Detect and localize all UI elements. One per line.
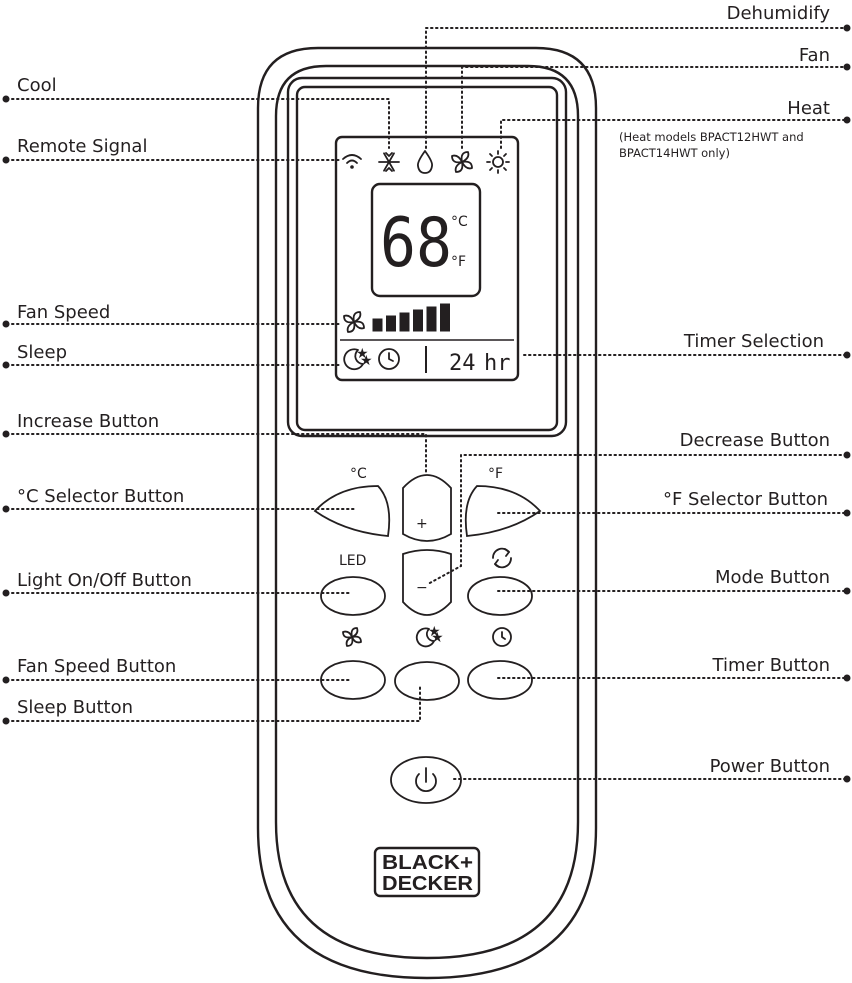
- svg-text:★: ★: [431, 630, 444, 646]
- leader-heat: [500, 119, 847, 149]
- label-heat-note-2: BPACT14HWT only): [619, 146, 730, 160]
- dot-timer-button: [843, 674, 851, 682]
- dot-remote-signal: [2, 156, 10, 164]
- sleep-button[interactable]: [394, 661, 460, 701]
- svg-text:★: ★: [360, 353, 373, 369]
- clock-icon: [378, 348, 400, 370]
- unit-f: °F: [451, 254, 466, 270]
- label-decrease-button: Decrease Button: [680, 430, 830, 451]
- fan-speed-bar: [386, 315, 396, 332]
- f-selector-button[interactable]: [464, 485, 542, 537]
- dot-c-selector: [2, 505, 10, 513]
- label-heat-note-1: (Heat models BPACT12HWT and: [619, 130, 804, 144]
- fan-speed-bar: [413, 309, 423, 332]
- label-remote-signal: Remote Signal: [17, 136, 147, 157]
- minus-symbol: −: [416, 580, 428, 596]
- timer-button-icon: [492, 627, 512, 647]
- dot-power: [843, 775, 851, 783]
- fan-speed-button[interactable]: [320, 660, 386, 700]
- led-button-label: LED: [339, 553, 366, 569]
- label-fan-speed: Fan Speed: [17, 302, 110, 323]
- c-selector-button[interactable]: [313, 485, 391, 537]
- dot-decrease: [843, 451, 851, 459]
- dot-f-selector: [843, 509, 851, 517]
- label-fan-speed-button: Fan Speed Button: [17, 656, 176, 677]
- plus-symbol: +: [416, 516, 428, 532]
- remote-inner-shell: [274, 64, 580, 960]
- dot-increase: [2, 430, 10, 438]
- dot-heat: [843, 116, 851, 124]
- label-mode-button: Mode Button: [715, 567, 830, 588]
- dot-timer-selection: [843, 351, 851, 359]
- sleep-button-icon: ★ ★: [415, 624, 444, 648]
- leader-dehumidify: [425, 27, 847, 149]
- fan-button-icon: [342, 627, 362, 647]
- dot-fan-speed-button: [2, 676, 10, 684]
- fan-speed-bars: [372, 303, 450, 332]
- dot-dehumidify: [843, 24, 851, 32]
- dot-sleep: [2, 361, 10, 369]
- label-power-button: Power Button: [710, 756, 830, 777]
- temperature-box: [370, 182, 482, 298]
- droplet-icon: [416, 150, 434, 174]
- dot-fan-speed: [2, 320, 10, 328]
- snowflake-icon: [378, 152, 400, 172]
- leader-increase: [6, 433, 427, 475]
- signal-icon: [342, 154, 362, 169]
- leader-fan: [461, 66, 847, 149]
- brand-line-2: DECKER: [382, 873, 474, 895]
- timer-button[interactable]: [467, 660, 533, 700]
- label-sleep-button: Sleep Button: [17, 697, 133, 718]
- leader-decrease: [427, 454, 847, 585]
- label-sleep: Sleep: [17, 342, 67, 363]
- decrease-button[interactable]: [402, 549, 452, 616]
- fan-speed-icon: [343, 311, 365, 333]
- label-dehumidify: Dehumidify: [727, 3, 831, 24]
- label-light-button: Light On/Off Button: [17, 570, 192, 591]
- sun-icon: [486, 150, 510, 174]
- fan-speed-bar: [426, 306, 437, 332]
- moon-icon: ★ ★: [343, 346, 373, 371]
- timer-value: 24: [449, 351, 476, 376]
- mode-button[interactable]: [467, 576, 533, 616]
- dot-mode: [843, 587, 851, 595]
- brand-logo: BLACK+ DECKER: [373, 846, 481, 898]
- fan-icon: [451, 151, 473, 173]
- dot-sleep-button: [2, 717, 10, 725]
- leader-cool: [6, 98, 390, 149]
- label-heat: Heat: [787, 98, 830, 119]
- label-timer-selection: Timer Selection: [683, 331, 824, 352]
- unit-c: °C: [451, 214, 468, 230]
- label-cool: Cool: [17, 75, 57, 96]
- svg-text:★: ★: [356, 346, 369, 362]
- fan-speed-bar: [372, 318, 383, 332]
- label-timer-button: Timer Button: [712, 655, 830, 676]
- f-button-label: °F: [488, 466, 503, 482]
- label-increase-button: Increase Button: [17, 411, 159, 432]
- power-button[interactable]: [390, 756, 462, 804]
- label-fan: Fan: [799, 45, 830, 66]
- fan-speed-bar: [399, 312, 410, 332]
- c-button-label: °C: [350, 466, 367, 482]
- power-icon: [415, 767, 437, 793]
- temperature-readout: 68: [380, 204, 452, 283]
- svg-text:★: ★: [428, 624, 441, 640]
- label-f-selector-button: °F Selector Button: [663, 489, 828, 510]
- brand-line-1: BLACK+: [382, 852, 473, 874]
- mode-cycle-icon: [492, 547, 512, 569]
- dot-light: [2, 589, 10, 597]
- timer-unit: hr: [484, 351, 511, 376]
- label-c-selector-button: °C Selector Button: [17, 486, 184, 507]
- increase-button[interactable]: [402, 474, 452, 542]
- light-button[interactable]: [320, 576, 386, 616]
- dot-fan: [843, 63, 851, 71]
- fan-speed-bar: [440, 303, 450, 332]
- dot-cool: [2, 95, 10, 103]
